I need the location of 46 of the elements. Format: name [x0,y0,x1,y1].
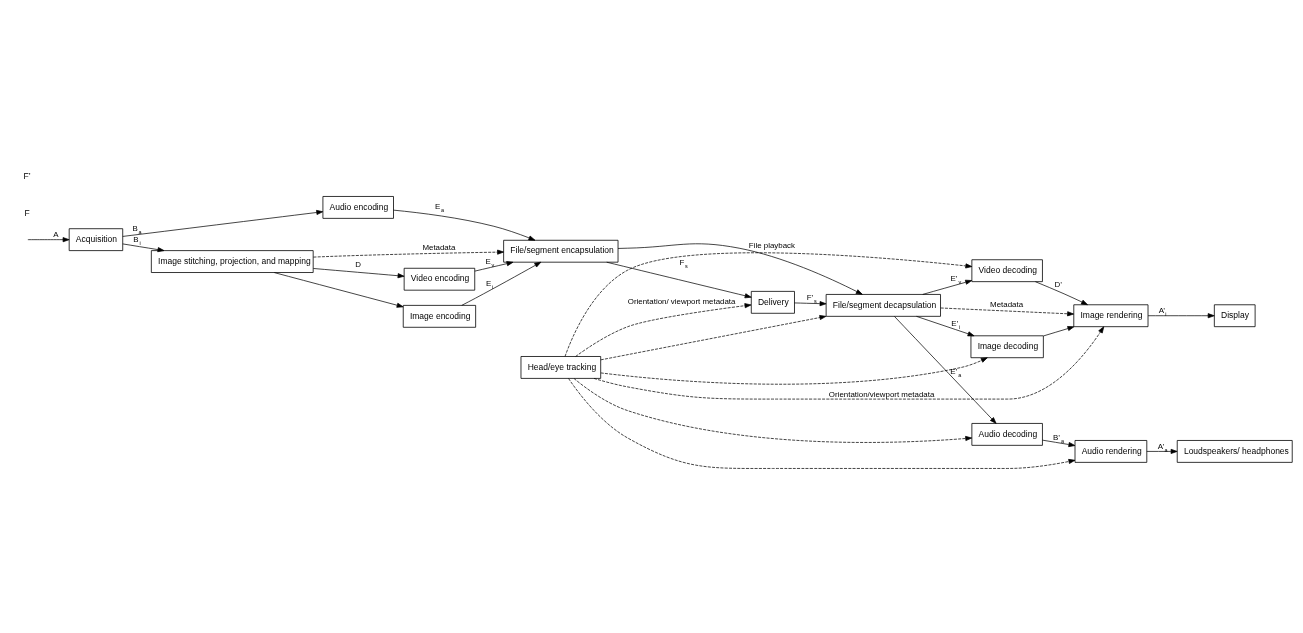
node-box: Delivery [750,290,795,314]
arrow [393,209,536,241]
node-box: File/segment encapsulation [503,239,619,263]
arrow [916,315,975,336]
arrow [940,307,1075,316]
node-box: Display [1213,303,1256,327]
node-box: Image rendering [1073,303,1149,327]
arrow [1147,312,1215,318]
arrow [606,261,752,298]
arrow [794,300,827,306]
node-box: Video decoding [971,258,1043,282]
arrow [573,377,973,443]
arrow [922,279,973,295]
node-box: Image decoding [970,334,1044,358]
arrow [1042,439,1076,447]
arrow [600,356,988,385]
arrow [617,242,863,295]
node-box: Acquisition [68,227,124,251]
node-box: Image stitching, projection, and mapping [150,249,314,273]
node-box: Image encoding [402,304,477,328]
arrow [313,249,504,257]
arrow [313,267,405,278]
arrow [273,271,404,308]
arrow [568,377,1076,469]
node-box: Audio encoding [322,195,394,219]
arrow [1146,448,1178,454]
arrow [27,236,70,242]
arrow [461,261,542,306]
node-box: Video encoding [403,267,476,291]
node-box: Head/eye tracking [520,355,602,379]
node-box: Loudspeakers/ headphones [1176,439,1293,463]
arrow [122,209,324,237]
arrow [600,314,827,360]
node-box: File/segment decapsulation [825,293,941,317]
label: F’ [23,170,31,181]
arrow [122,243,165,252]
arrow [474,260,514,271]
label: F [24,207,30,218]
arrow [894,315,997,424]
arrow [575,302,752,357]
arrow [564,251,973,357]
arrow [593,325,1105,399]
arrow [1035,280,1088,305]
node-box: Audio rendering [1074,439,1148,463]
arrow [1043,325,1075,336]
node-box: Audio decoding [971,422,1043,446]
